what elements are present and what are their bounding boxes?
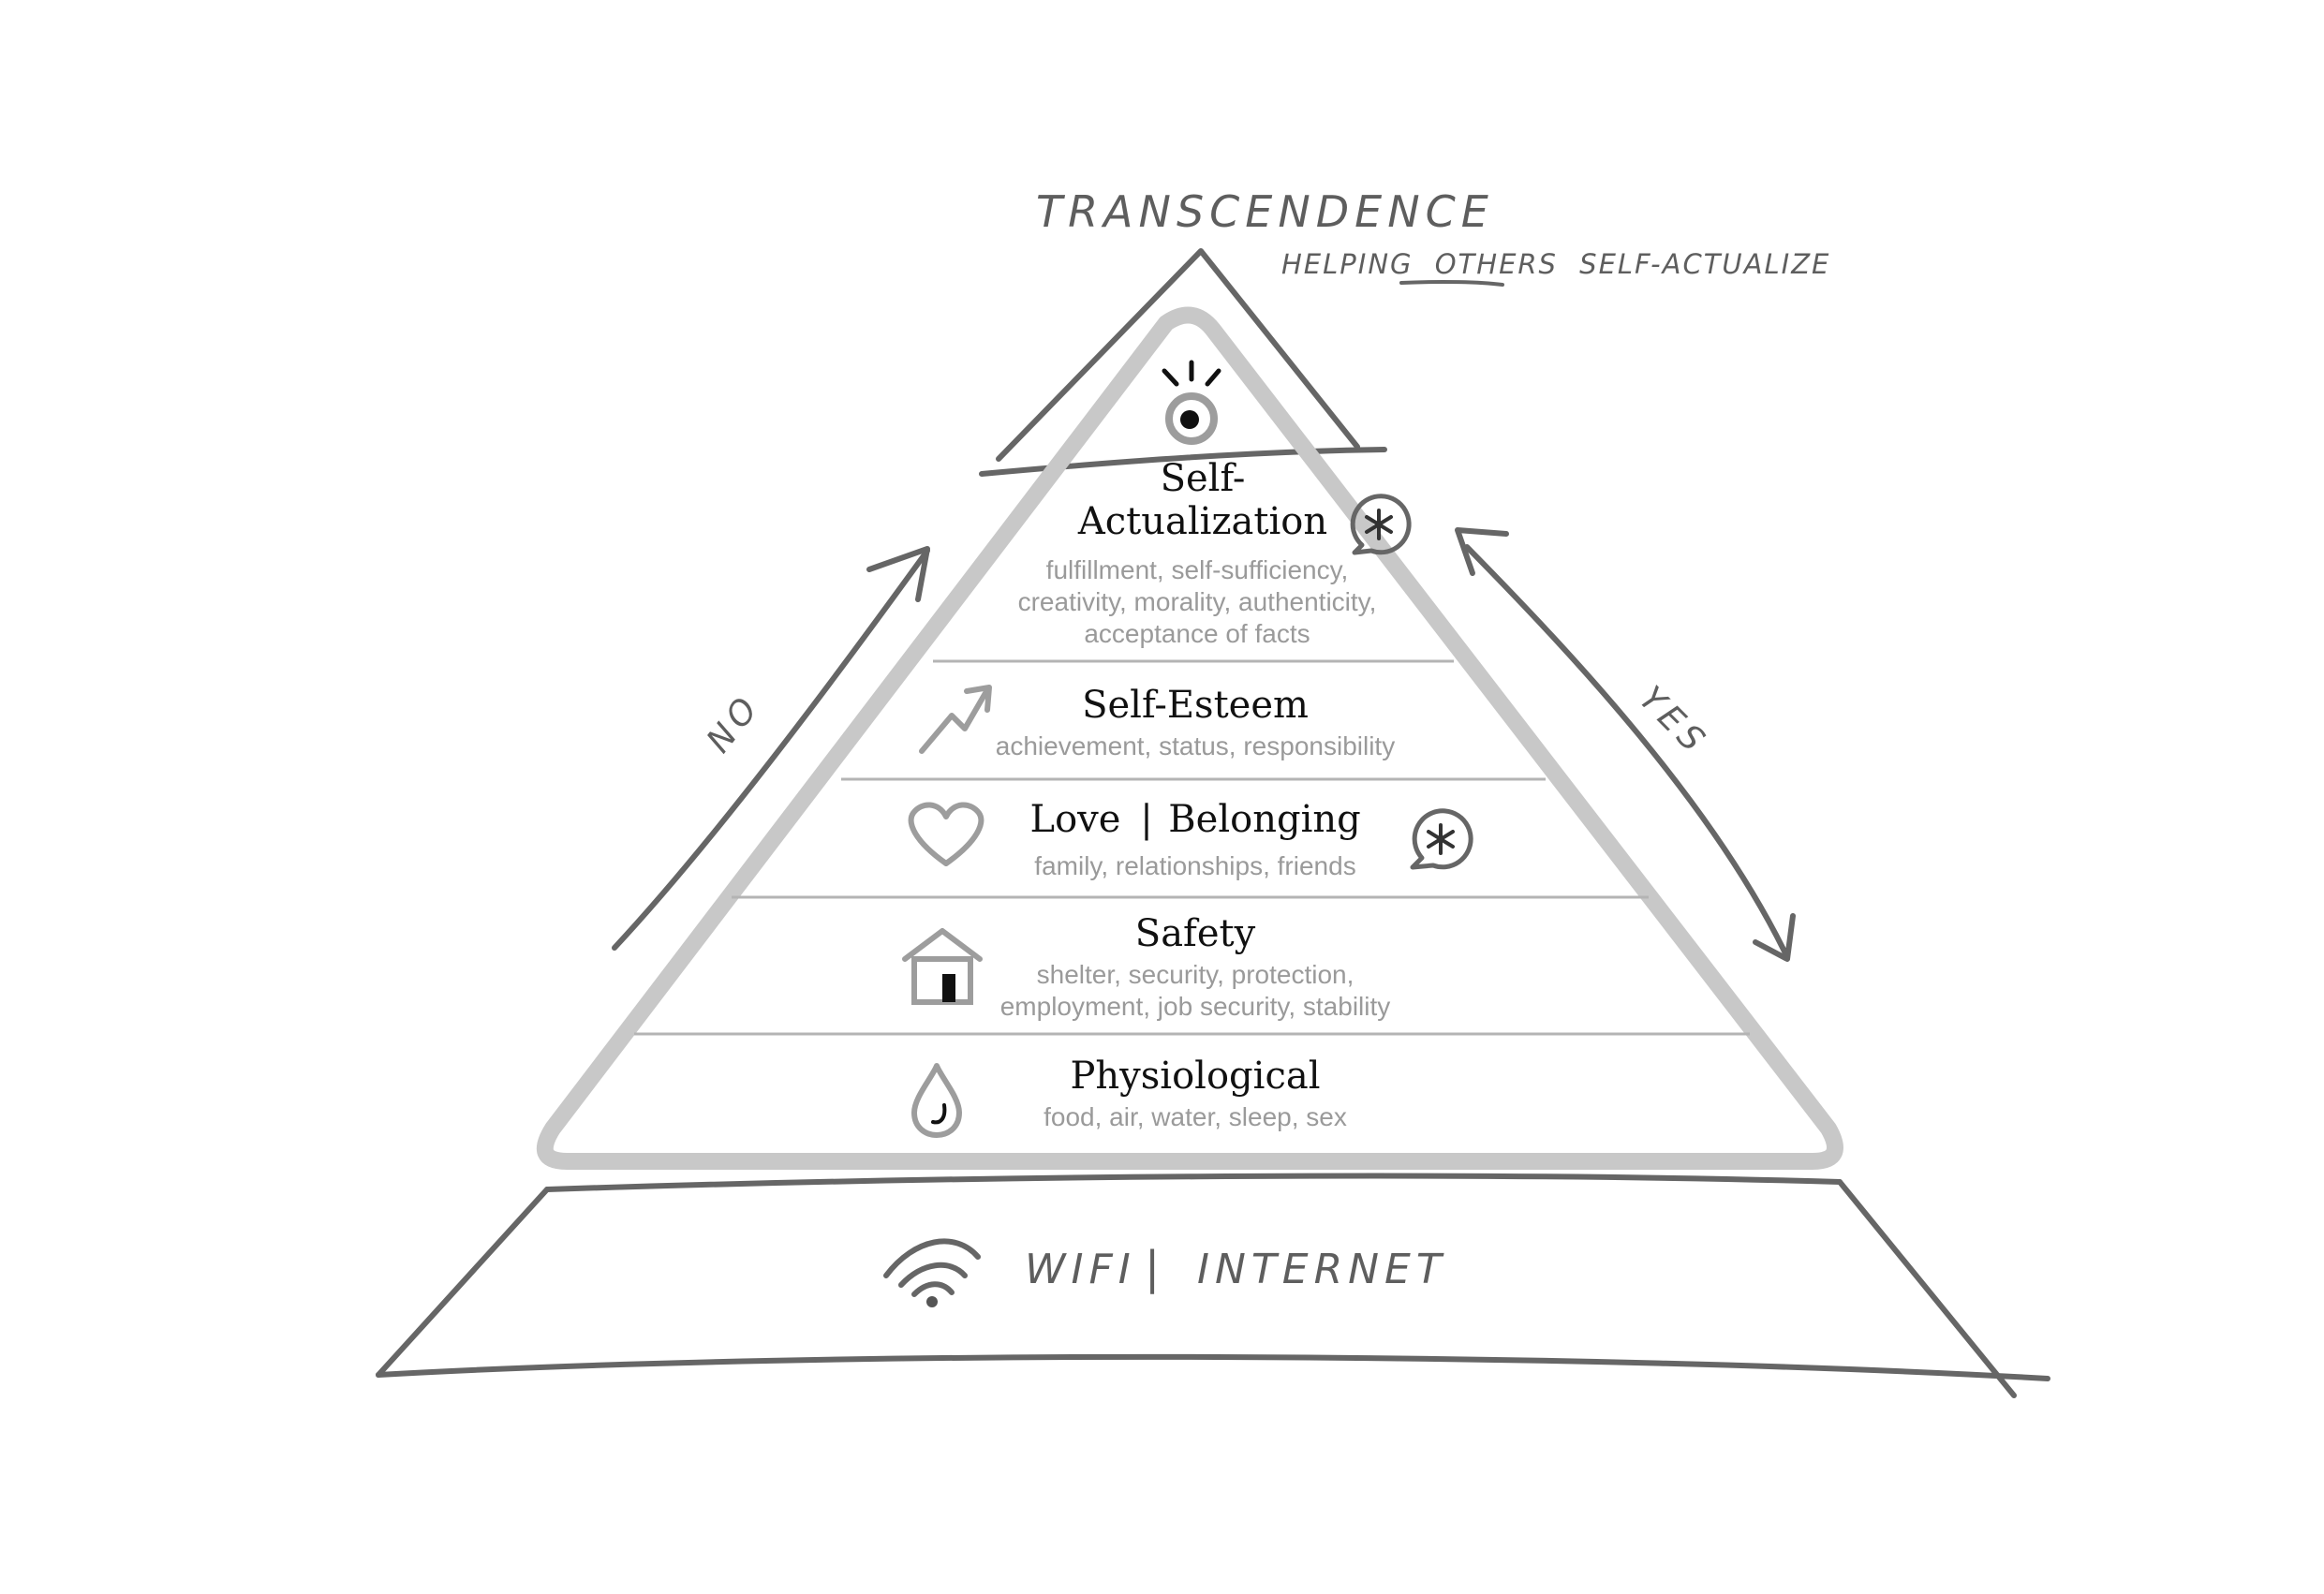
- safety-desc-2: employment, job security, stability: [1000, 992, 1391, 1021]
- wifi-icon: [883, 1238, 981, 1307]
- yes-label: YES: [1632, 679, 1716, 763]
- level-dividers: [634, 659, 1750, 1036]
- base-left-edge: [376, 1187, 550, 1378]
- base-right-edge: [1837, 1179, 2017, 1398]
- base-bottom-edge: [376, 1353, 2050, 1381]
- physiological-desc: food, air, water, sleep, sex: [1044, 1102, 1347, 1131]
- others-underline: [1399, 279, 1504, 287]
- no-arrow-head: [866, 546, 930, 602]
- self-esteem-title: Self-Esteem: [1082, 684, 1309, 727]
- safety-desc-1: shelter, security, protection,: [1037, 960, 1354, 989]
- no-arrow-shaft: [612, 548, 930, 951]
- heart-icon: [908, 802, 984, 866]
- level-safety: Safety shelter, security, protection, em…: [902, 912, 1391, 1021]
- physiological-title: Physiological: [1071, 1055, 1321, 1098]
- level-self-esteem: Self-Esteem achievement, status, respons…: [919, 684, 1395, 760]
- internet-label: INTERNET: [1197, 1246, 1447, 1293]
- love-separator: |: [1140, 798, 1152, 841]
- speech-bubble-asterisk-icon: [1350, 494, 1412, 555]
- belonging-title: Belonging: [1168, 798, 1360, 841]
- pyramid-outline: [536, 306, 1843, 1170]
- level-self-actualization: Self- Actualization fulfillment, self-su…: [1018, 360, 1412, 648]
- base-section: WIFI | INTERNET: [376, 1173, 2050, 1398]
- subtitle-prefix: HELPING: [1281, 248, 1414, 280]
- transcendence-baseline: [979, 447, 1387, 477]
- wifi-label: WIFI: [1025, 1246, 1136, 1293]
- transcendence-title: TRANSCENDENCE: [1036, 186, 1494, 237]
- no-label: NO: [700, 686, 769, 760]
- level-physiological: Physiological food, air, water, sleep, s…: [911, 1055, 1347, 1138]
- transcendence-triangle: [996, 248, 1360, 462]
- house-icon: [902, 928, 983, 1005]
- eye-icon: [1162, 360, 1221, 445]
- yes-arrow: YES: [1455, 527, 1796, 962]
- no-arrow: NO: [612, 546, 930, 951]
- subtitle-emphasis: OTHERS: [1435, 248, 1558, 280]
- self-actualization-title-1: Self-: [1161, 457, 1246, 500]
- speech-bubble-asterisk-icon: [1410, 808, 1473, 870]
- love-title: Love: [1030, 798, 1121, 841]
- safety-title: Safety: [1135, 912, 1256, 955]
- base-top-edge: [544, 1173, 1843, 1192]
- self-actualization-desc-1: fulfillment, self-sufficiency,: [1046, 555, 1349, 584]
- subtitle-suffix: SELF-ACTUALIZE: [1579, 248, 1830, 280]
- transcendence-subtitle: HELPING OTHERS SELF-ACTUALIZE: [1281, 248, 1830, 280]
- base-separator: |: [1145, 1242, 1165, 1294]
- self-esteem-desc: achievement, status, responsibility: [996, 731, 1395, 760]
- self-actualization-title-2: Actualization: [1077, 500, 1327, 543]
- yes-arrow-shaft: [1464, 544, 1790, 960]
- self-actualization-desc-3: acceptance of facts: [1084, 619, 1310, 648]
- yes-arrow-head-top: [1455, 527, 1509, 576]
- transcendence-section: TRANSCENDENCE HELPING OTHERS SELF-ACTUAL…: [979, 186, 1830, 477]
- love-desc: family, relationships, friends: [1034, 851, 1355, 880]
- level-love-belonging: Love | Belonging family, relationships, …: [908, 798, 1473, 880]
- trend-arrow-icon: [919, 685, 992, 754]
- yes-arrow-head-bottom: [1753, 913, 1796, 962]
- water-drop-icon: [911, 1063, 962, 1138]
- self-actualization-desc-2: creativity, morality, authenticity,: [1018, 587, 1377, 616]
